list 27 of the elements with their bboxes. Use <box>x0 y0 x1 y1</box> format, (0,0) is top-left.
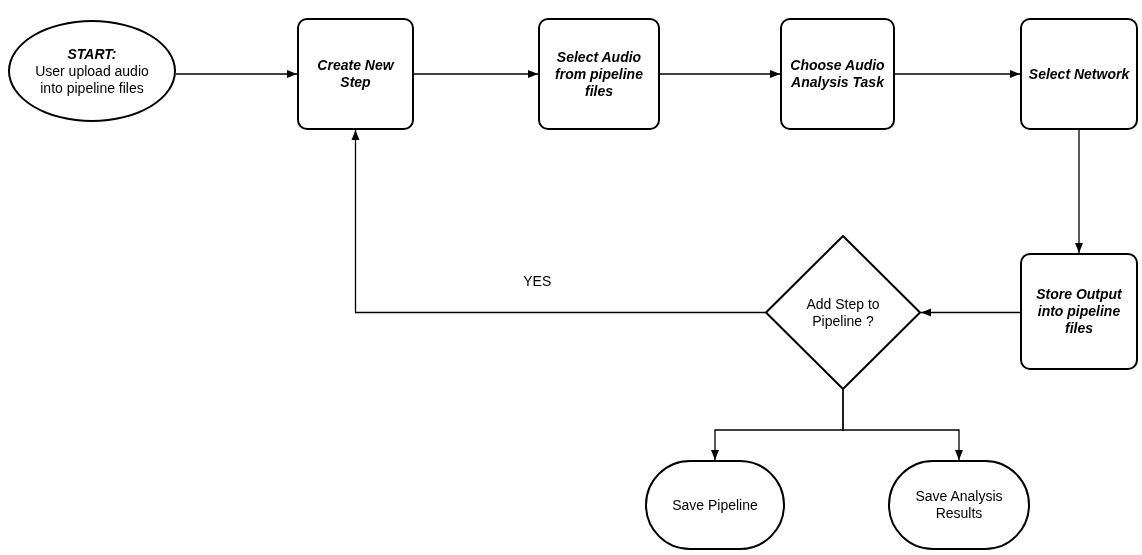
arrow <box>175 70 298 78</box>
terminal-shape <box>645 460 785 550</box>
node-label: Create New Step <box>316 57 396 91</box>
process-box <box>297 18 414 130</box>
terminal-shape <box>888 460 1030 550</box>
start-label: START: <box>67 45 117 63</box>
decision-diamond <box>765 235 921 390</box>
arrow <box>1075 129 1083 254</box>
arrow <box>413 70 539 78</box>
node-label: Add Step to Pipeline ? <box>805 295 881 330</box>
arrow <box>894 70 1021 78</box>
process-box <box>1020 18 1138 130</box>
arrow <box>659 70 781 78</box>
process-box <box>1020 253 1138 370</box>
start-ellipse <box>8 20 176 122</box>
arrow <box>920 308 1021 317</box>
node-label: Select Network <box>1028 65 1130 83</box>
node-label: Choose Audio Analysis Task <box>789 57 886 91</box>
process-box <box>538 18 660 130</box>
process-box <box>780 18 895 130</box>
node-label: Save Pipeline <box>672 496 758 514</box>
node-label: Store Output into pipeline files <box>1035 286 1123 337</box>
arrow <box>842 389 963 461</box>
node-label: User upload audio into pipeline files <box>34 62 150 97</box>
node-label: Select Audio from pipeline files <box>554 48 644 100</box>
arrow <box>351 129 766 314</box>
node-label: Save Analysis Results <box>914 488 1004 522</box>
